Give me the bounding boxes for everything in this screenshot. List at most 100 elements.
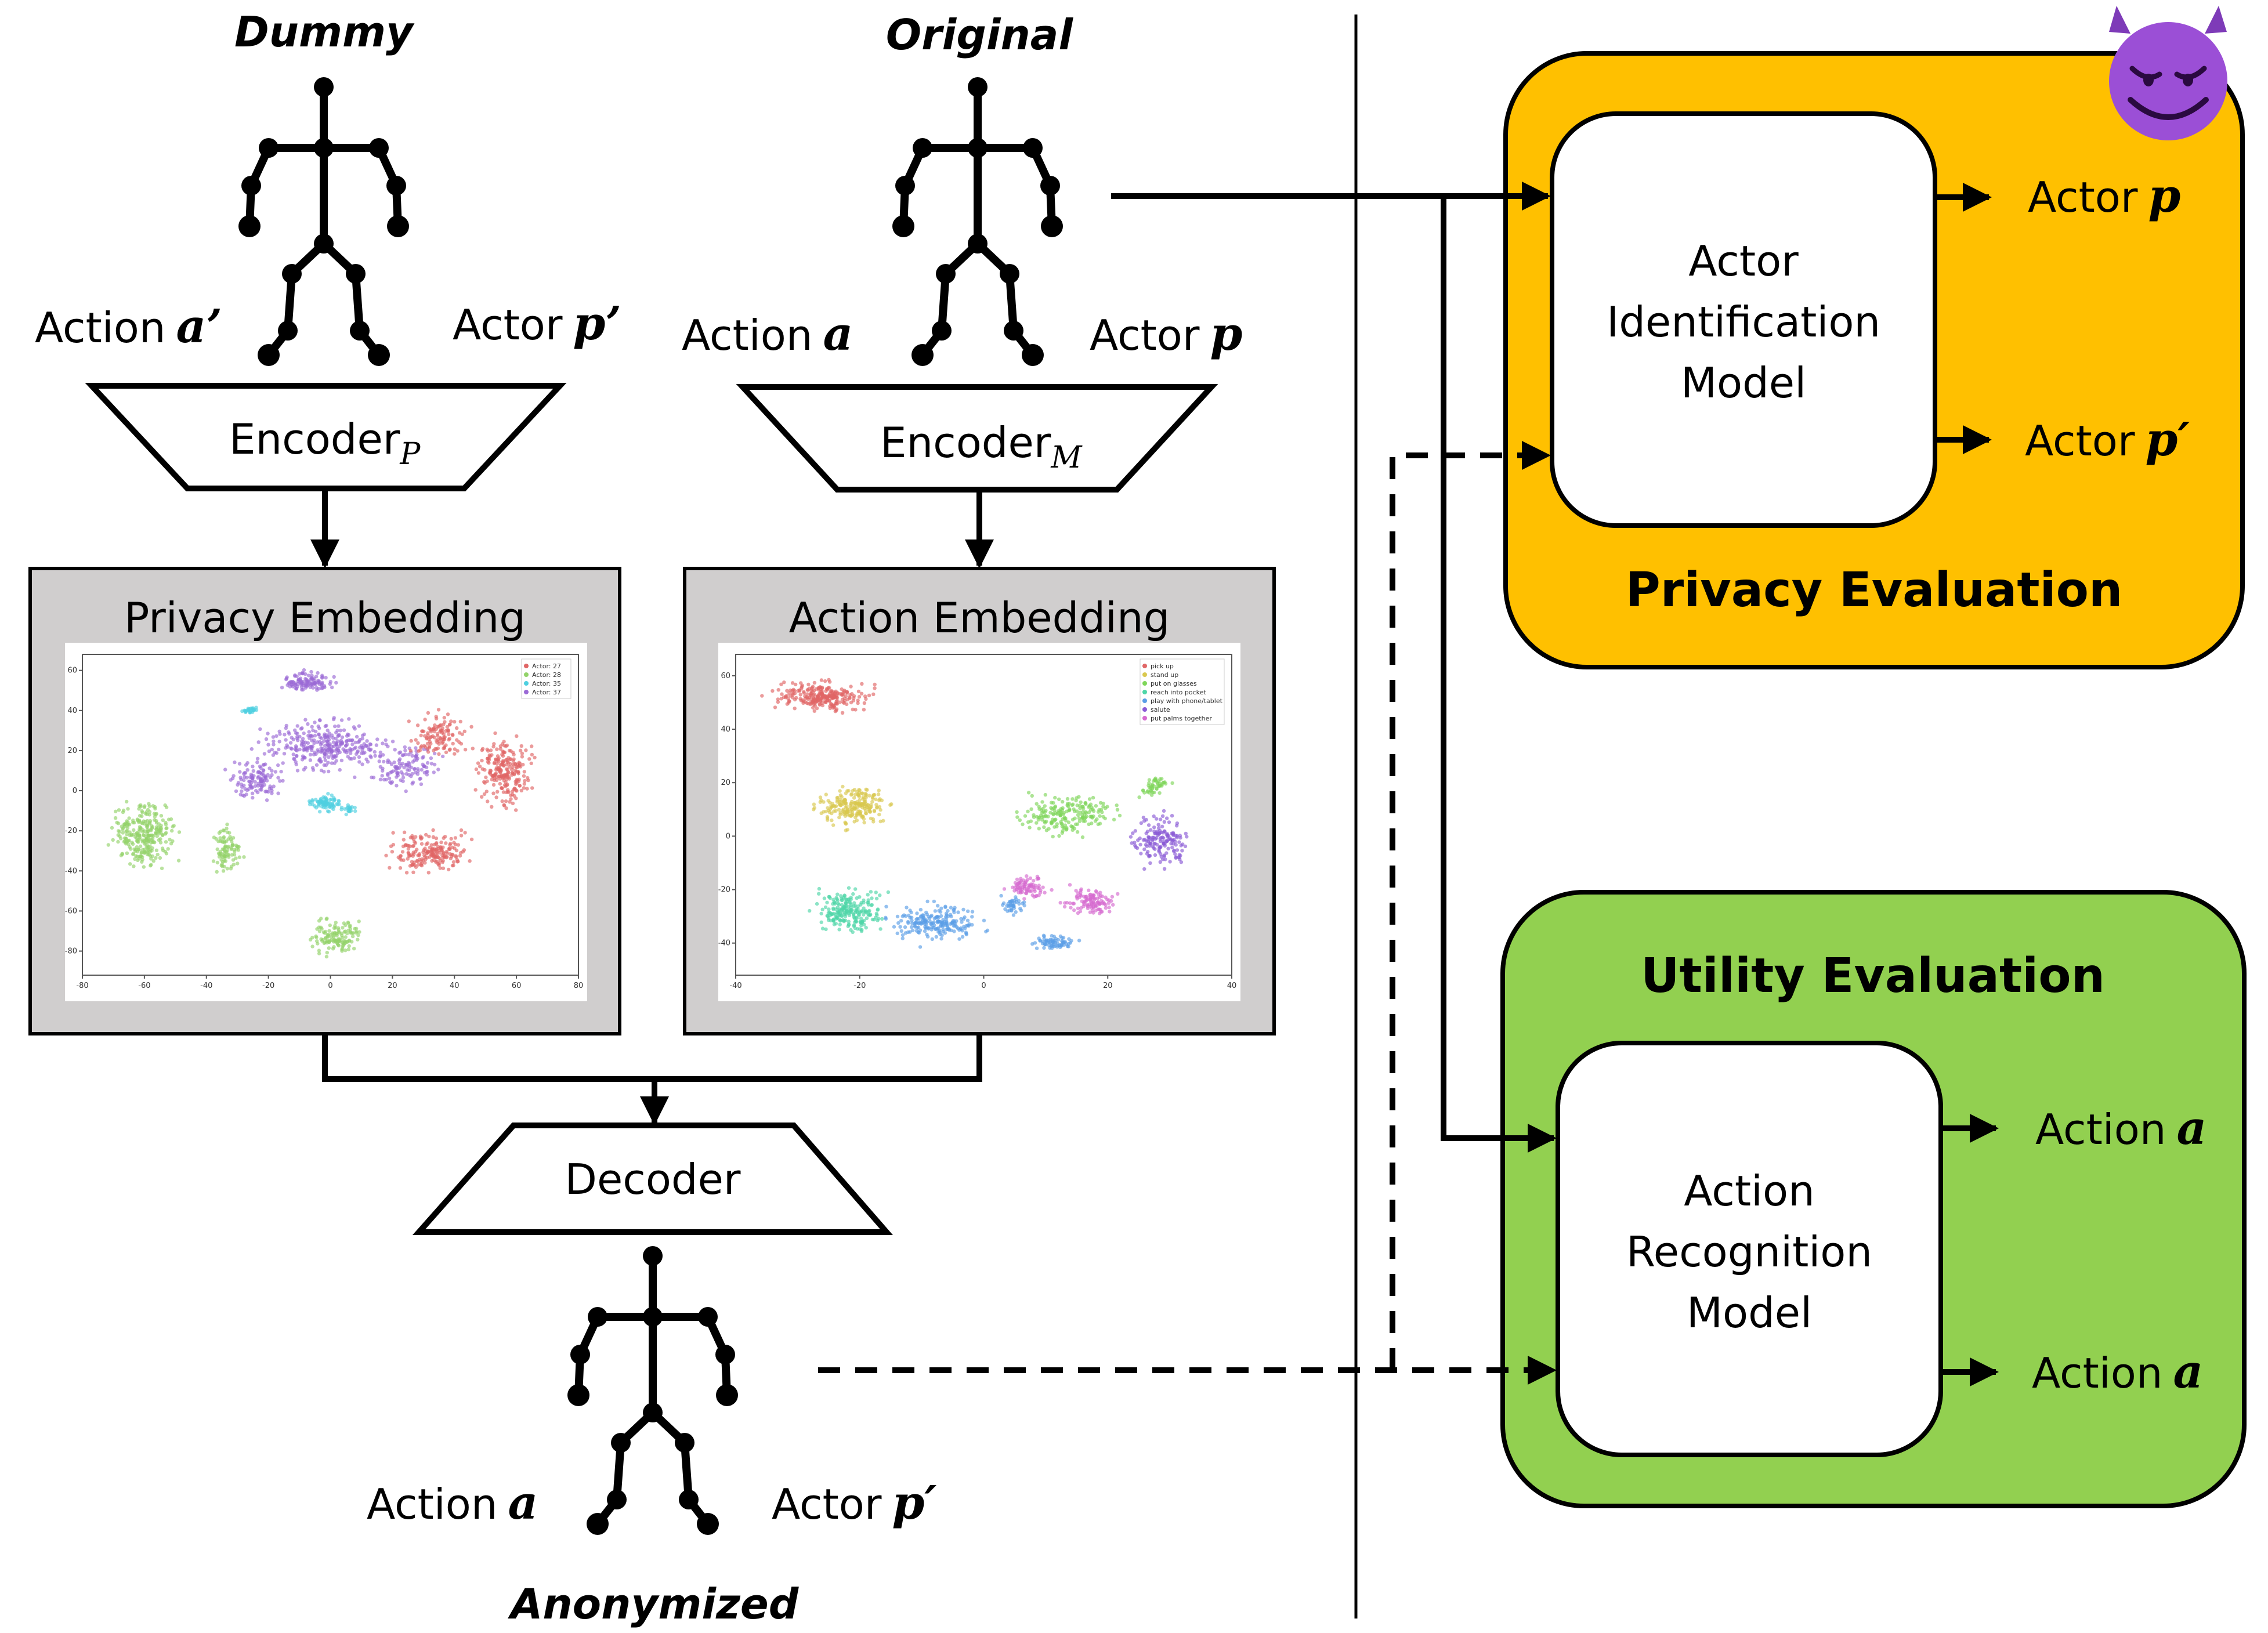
scatter-point (255, 761, 259, 765)
scatter-point (895, 931, 899, 936)
x-tick-label: -40 (200, 982, 212, 990)
scatter-point (522, 774, 526, 778)
scatter-point (390, 850, 395, 854)
scatter-point (1138, 836, 1142, 841)
scatter-point (1032, 813, 1036, 817)
scatter-point (454, 842, 458, 846)
scatter-point (1091, 795, 1095, 800)
scatter-point (329, 933, 333, 937)
scatter-point (145, 849, 149, 854)
scatter-point (1050, 938, 1054, 942)
scatter-point (514, 808, 518, 812)
actor-identification-model-line2: Identification (1607, 298, 1880, 346)
scatter-point (291, 737, 295, 741)
scatter-point (140, 814, 144, 819)
scatter-point (1050, 888, 1054, 892)
scatter-point (776, 700, 780, 704)
scatter-point (292, 756, 296, 761)
scatter-point (826, 916, 831, 920)
scatter-point (111, 838, 115, 842)
scatter-point (161, 818, 165, 823)
scatter-point (295, 736, 299, 741)
scatter-point (1088, 892, 1093, 897)
scatter-point (231, 863, 236, 867)
scatter-point (886, 890, 891, 895)
scatter-point (1110, 895, 1115, 899)
scatter-point (502, 750, 507, 755)
scatter-point (401, 772, 405, 776)
scatter-point (164, 826, 168, 831)
scatter-point (429, 762, 434, 766)
skeleton-joint (258, 344, 280, 366)
scatter-point (216, 839, 220, 843)
legend-swatch (524, 672, 529, 677)
x-tick-label: -80 (76, 982, 88, 990)
scatter-point (150, 838, 154, 842)
skeleton-joint (314, 77, 334, 97)
utility-evaluation-title: Utility Evaluation (1641, 948, 2105, 1004)
scatter-point (221, 869, 226, 873)
scatter-point (325, 917, 329, 921)
scatter-point (1038, 890, 1043, 895)
scatter-point (419, 861, 424, 866)
scatter-point (150, 825, 155, 829)
scatter-point (459, 741, 464, 746)
scatter-point (147, 813, 151, 817)
scatter-point (871, 820, 876, 824)
scatter-point (215, 870, 219, 874)
scatter-point (841, 784, 845, 789)
scatter-point (844, 901, 848, 905)
scatter-point (952, 929, 956, 933)
scatter-point (835, 906, 840, 910)
x-tick-label: 80 (574, 982, 584, 990)
y-tick-label: -80 (65, 947, 77, 956)
scatter-point (334, 737, 338, 741)
scatter-point (871, 796, 875, 801)
scatter-point (1058, 813, 1063, 817)
scatter-point (787, 701, 791, 705)
scatter-point (1014, 897, 1018, 901)
scatter-point (1040, 815, 1044, 819)
scatter-point (317, 682, 322, 686)
scatter-point (1091, 911, 1095, 915)
scatter-point (316, 724, 320, 729)
scatter-point (258, 771, 262, 775)
scatter-point (812, 680, 817, 685)
scatter-point (852, 916, 857, 921)
scatter-point (271, 735, 276, 739)
scatter-point (432, 762, 437, 767)
scatter-point (954, 925, 959, 929)
scatter-point (245, 768, 249, 772)
scatter-point (518, 748, 523, 753)
scatter-point (230, 843, 235, 848)
scatter-point (314, 675, 319, 679)
scatter-point (277, 747, 281, 752)
legend-swatch (1142, 698, 1147, 703)
scatter-point (1183, 844, 1188, 849)
scatter-point (139, 803, 143, 808)
scatter-point (419, 767, 424, 772)
scatter-point (166, 847, 170, 851)
scatter-point (845, 702, 849, 707)
scatter-point (1143, 838, 1147, 842)
scatter-point (395, 771, 399, 776)
scatter-point (334, 926, 338, 930)
scatter-point (345, 734, 349, 738)
scatter-point (360, 762, 364, 766)
scatter-point (838, 922, 842, 926)
scatter-point (242, 783, 246, 788)
scatter-point (840, 687, 844, 691)
scatter-point (861, 814, 865, 819)
scatter-point (148, 819, 153, 823)
scatter-point (227, 855, 231, 859)
scatter-point (923, 929, 927, 933)
scatter-point (223, 854, 227, 859)
scatter-point (895, 914, 900, 919)
scatter-point (1153, 847, 1157, 851)
scatter-point (1060, 939, 1064, 943)
scatter-point (453, 720, 457, 724)
privacy-to-decoder-line (322, 1034, 982, 1082)
scatter-point (290, 747, 294, 751)
scatter-point (478, 765, 482, 769)
scatter-point (491, 783, 496, 787)
